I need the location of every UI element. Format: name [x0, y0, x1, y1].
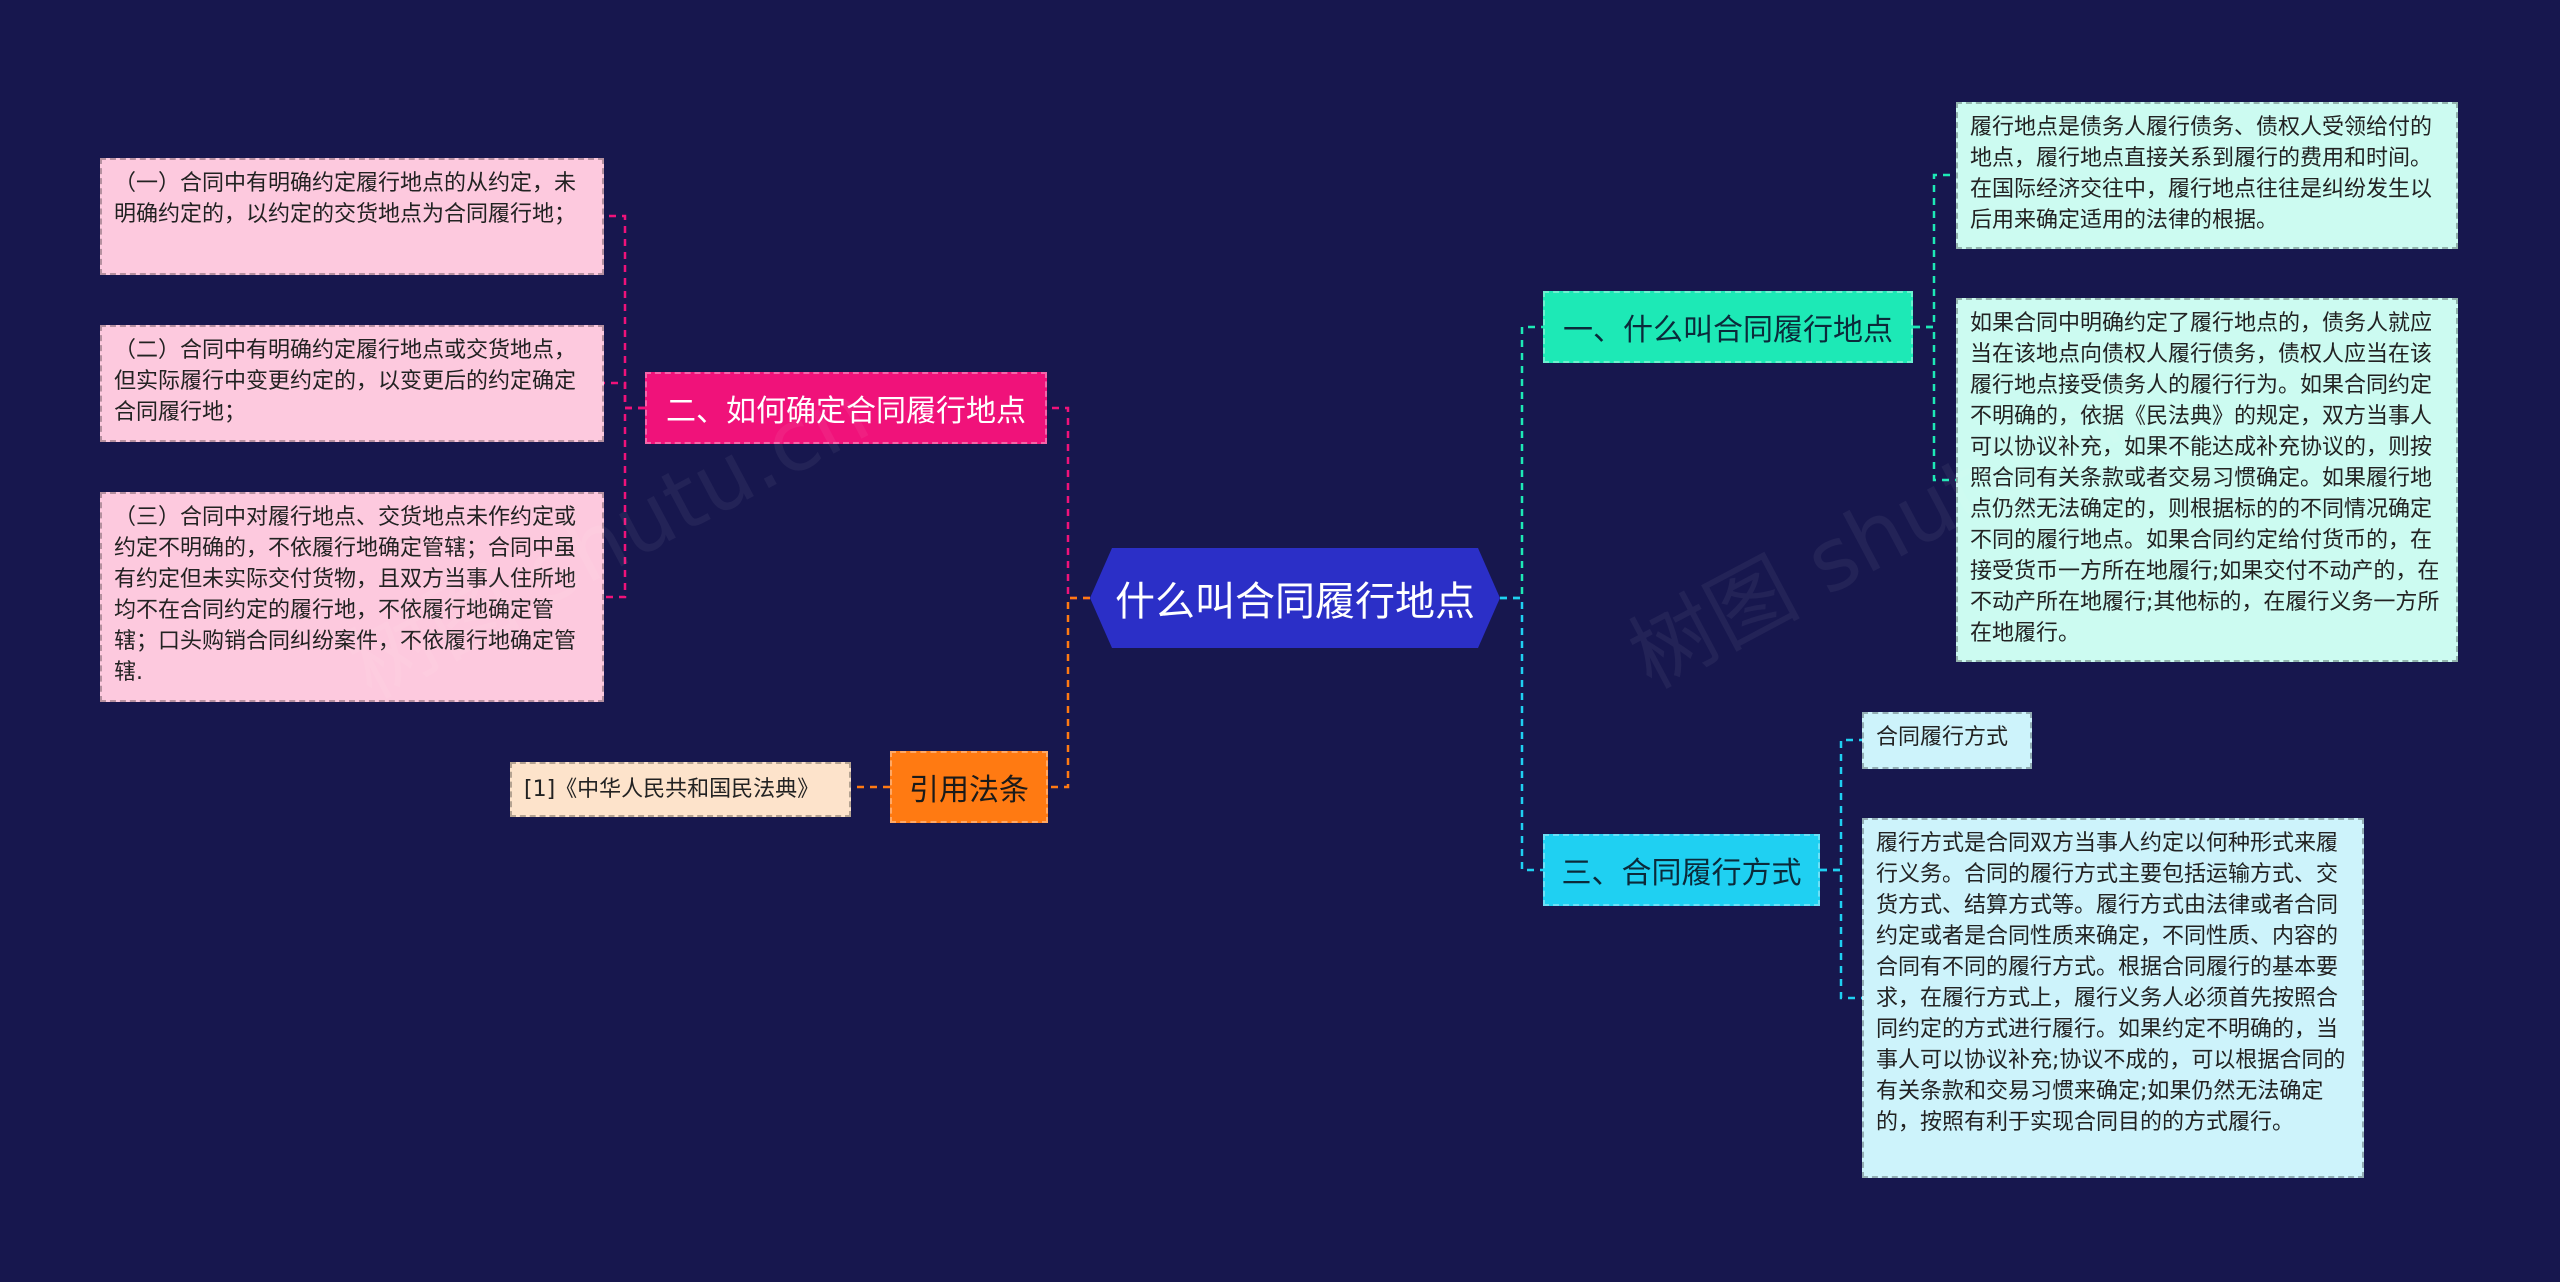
leaf-agreed-place[interactable]: 如果合同中明确约定了履行地点的，债务人就应当在该地点向债权人履行债务，债权人应当…: [1956, 298, 2458, 662]
branch-label: 引用法条: [909, 773, 1029, 808]
leaf-rule-2[interactable]: （二）合同中有明确约定履行地点或交货地点，但实际履行中变更约定的，以变更后的约定…: [100, 325, 604, 442]
leaf-method-title[interactable]: 合同履行方式: [1862, 712, 2032, 769]
root-node[interactable]: 什么叫合同履行地点: [1090, 548, 1500, 648]
link-root-b2: [1047, 406, 1090, 600]
leaf-method-detail[interactable]: 履行方式是合同双方当事人约定以何种形式来履行义务。合同的履行方式主要包括运输方式…: [1862, 818, 2364, 1178]
root-label: 什么叫合同履行地点: [1115, 579, 1475, 625]
link-b1-n1b: [1913, 325, 1956, 482]
link-b3-n3b: [1820, 868, 1862, 1000]
branch-how-to-determine-place[interactable]: 二、如何确定合同履行地点: [645, 372, 1047, 444]
leaf-rule-3[interactable]: （三）合同中对履行地点、交货地点未作约定或约定不明确的，不依履行地确定管辖；合同…: [100, 492, 604, 702]
link-b3-n3a: [1820, 738, 1862, 872]
branch-performance-method[interactable]: 三、合同履行方式: [1543, 834, 1820, 906]
leaf-rule-1[interactable]: （一）合同中有明确约定履行地点的从约定，未明确约定的，以约定的交货地点为合同履行…: [100, 158, 604, 275]
branch-label: 二、如何确定合同履行地点: [666, 394, 1026, 429]
leaf-definition[interactable]: 履行地点是债务人履行债务、债权人受领给付的地点，履行地点直接关系到履行的费用和时…: [1956, 102, 2458, 249]
link-root-b3: [1500, 596, 1543, 872]
branch-label: 一、什么叫合同履行地点: [1563, 313, 1893, 348]
link-root-b4: [1048, 596, 1090, 789]
branch-cited-law[interactable]: 引用法条: [890, 751, 1048, 823]
leaf-civil-code-citation[interactable]: [1]《中华人民共和国民法典》: [510, 762, 851, 817]
link-b2-n2b: [604, 381, 645, 410]
branch-what-is-performance-place[interactable]: 一、什么叫合同履行地点: [1543, 291, 1913, 363]
link-b1-n1a: [1913, 173, 1956, 329]
link-root-b1: [1500, 325, 1543, 600]
link-b2-n2c: [604, 406, 645, 599]
link-b2-n2a: [604, 214, 645, 410]
branch-label: 三、合同履行方式: [1561, 856, 1802, 891]
